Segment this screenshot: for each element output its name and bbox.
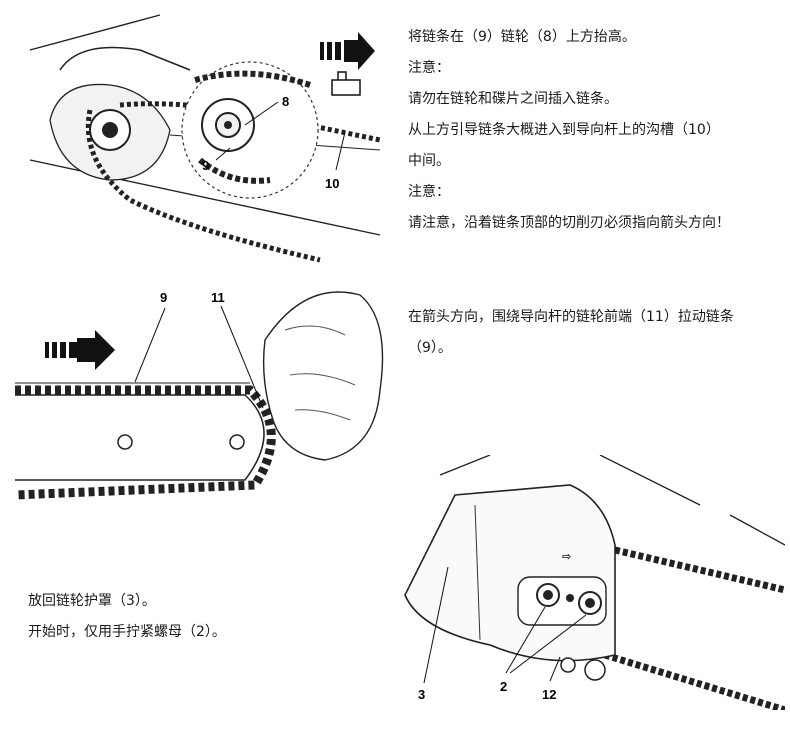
text-line: 放回链轮护罩（3）。 xyxy=(28,593,156,609)
callout-9: 9 xyxy=(160,290,167,305)
svg-text:⇨: ⇨ xyxy=(562,550,571,563)
instruction-block-3: 放回链轮护罩（3）。 开始时，仅用手拧紧螺母（2）。 xyxy=(28,586,226,648)
instruction-block-1: 将链条在（9）链轮（8）上方抬高。 注意： 请勿在链轮和碟片之间插入链条。 从上… xyxy=(408,22,730,239)
callout-9: 9 xyxy=(202,158,209,173)
callout-3: 3 xyxy=(418,687,425,702)
text-line: 从上方引导链条大概进入到导向杆上的沟槽（10） xyxy=(408,122,720,138)
figure-chain-on-sprocket: 8 9 10 xyxy=(20,10,390,263)
callout-12: 12 xyxy=(542,687,556,702)
figure-sprocket-cover: ⇨ 3 2 12 xyxy=(400,455,785,710)
figure-chain-around-nose: 9 11 xyxy=(15,290,384,500)
direction-arrow-icon xyxy=(320,32,375,70)
text-line: 请注意，沿着链条顶部的切削刃必须指向箭头方向！ xyxy=(408,215,730,231)
text-line: 开始时，仅用手拧紧螺母（2）。 xyxy=(28,624,226,640)
callout-10: 10 xyxy=(325,176,339,191)
text-line: 注意： xyxy=(408,60,450,76)
text-line: （9）。 xyxy=(408,340,452,356)
callout-11: 11 xyxy=(211,290,225,305)
text-line: 注意： xyxy=(408,184,450,200)
text-line: 中间。 xyxy=(408,153,450,169)
direction-arrow-icon xyxy=(45,330,115,370)
text-line: 请勿在链轮和碟片之间插入链条。 xyxy=(408,91,618,107)
text-line: 在箭头方向，围绕导向杆的链轮前端（11）拉动链条 xyxy=(408,309,734,325)
instruction-block-2: 在箭头方向，围绕导向杆的链轮前端（11）拉动链条 （9）。 xyxy=(408,302,734,364)
callout-2: 2 xyxy=(500,679,507,694)
callout-8: 8 xyxy=(282,94,289,109)
chain-link-icon xyxy=(331,71,361,96)
text-line: 将链条在（9）链轮（8）上方抬高。 xyxy=(408,29,636,45)
